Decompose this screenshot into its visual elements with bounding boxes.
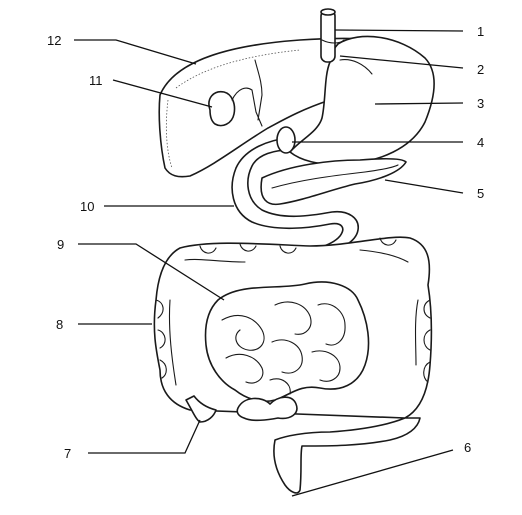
label-10: 10	[80, 199, 94, 214]
label-12: 12	[47, 33, 61, 48]
leader-7	[88, 419, 201, 454]
leader-3	[374, 102, 464, 105]
label-7: 7	[64, 446, 71, 461]
leader-lines	[74, 29, 464, 497]
leader-9	[78, 243, 225, 301]
label-6: 6	[464, 440, 471, 455]
label-5: 5	[477, 186, 484, 201]
leader-2	[339, 55, 464, 69]
leader-11	[112, 79, 213, 108]
pancreas	[260, 157, 407, 206]
esophagus	[276, 8, 345, 154]
leader-5	[384, 179, 464, 194]
label-9: 9	[57, 237, 64, 252]
label-1: 1	[477, 24, 484, 39]
gallbladder	[208, 87, 263, 127]
label-11: 11	[89, 73, 103, 88]
leader-12	[74, 39, 197, 65]
small-intestine	[204, 281, 370, 422]
label-3: 3	[477, 96, 484, 111]
label-2: 2	[477, 62, 484, 77]
label-4: 4	[477, 135, 484, 150]
leader-6	[291, 449, 454, 497]
number-labels: 1 2 3 4 5 6 7 8 9 10 11 12	[47, 24, 484, 461]
appendix	[185, 395, 217, 423]
leader-1	[334, 29, 464, 32]
label-8: 8	[56, 317, 63, 332]
